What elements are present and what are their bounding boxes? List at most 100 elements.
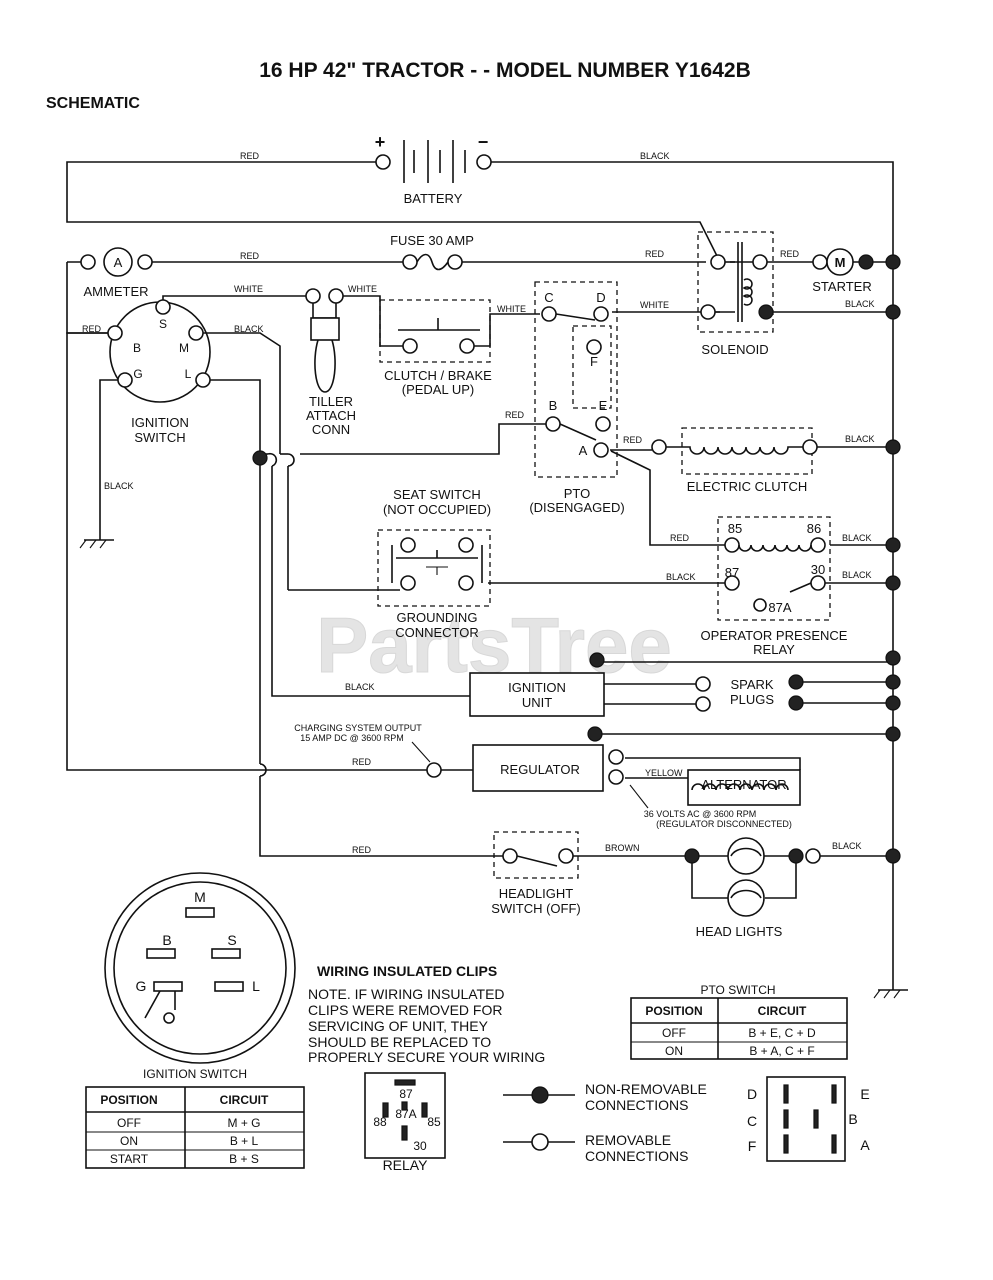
charging-note-2: 15 AMP DC @ 3600 RPM — [300, 733, 404, 743]
clips-note-line: PROPERLY SECURE YOUR WIRING — [308, 1049, 545, 1065]
fuse: FUSE 30 AMP — [390, 233, 474, 271]
pto-label-1: PTO — [564, 486, 591, 501]
wire-label: YELLOW — [645, 768, 683, 778]
wire-label: RED — [240, 151, 260, 161]
ign-terminal-g: G — [133, 367, 142, 381]
starter-label: STARTER — [812, 279, 871, 294]
relay-pin-87: 87 — [399, 1087, 413, 1101]
ignition-table-cell: B + L — [230, 1134, 259, 1148]
connection-legend: NON-REMOVABLE CONNECTIONS REMOVABLE CONN… — [503, 1081, 707, 1164]
ign-terminal-s: S — [159, 317, 167, 331]
legend-removable-2: CONNECTIONS — [585, 1148, 688, 1164]
clips-note-line: SHOULD BE REPLACED TO — [308, 1034, 491, 1050]
pto-table-cell: OFF — [662, 1026, 686, 1040]
headlight-switch-label-1: HEADLIGHT — [499, 886, 573, 901]
wire-label: RED — [82, 324, 102, 334]
face-terminal-m: M — [194, 889, 206, 905]
grounding-label-2: CONNECTOR — [395, 625, 479, 640]
ignition-table-cell: OFF — [117, 1116, 141, 1130]
ign-terminal-l: L — [185, 367, 192, 381]
pto-table-title: PTO SWITCH — [700, 983, 775, 997]
watermark-text: PartsTree — [316, 601, 672, 689]
face-terminal-l: L — [252, 978, 260, 994]
wire-label: BLACK — [234, 324, 264, 334]
pto-terminal-e: E — [599, 398, 608, 413]
clips-note-line: NOTE. IF WIRING INSULATED — [308, 986, 505, 1002]
pto-face-b: B — [848, 1111, 857, 1127]
alternator: ALTERNATOR 36 VOLTS AC @ 3600 RPM (REGUL… — [629, 769, 801, 829]
pto-face-f: F — [748, 1138, 757, 1154]
clips-note: WIRING INSULATED CLIPS NOTE. IF WIRING I… — [308, 963, 545, 1065]
alternator-note-1: 36 VOLTS AC @ 3600 RPM — [644, 809, 757, 819]
headlight-switch-label-2: SWITCH (OFF) — [491, 901, 581, 916]
clutch-brake-label-1: CLUTCH / BRAKE — [384, 368, 492, 383]
relay-terminal-30: 30 — [811, 562, 825, 577]
pto-table-cell: B + A, C + F — [749, 1044, 814, 1058]
battery: + − BATTERY — [375, 132, 492, 206]
opr-label-1: OPERATOR PRESENCE — [701, 628, 848, 643]
seat-switch-label-1: SEAT SWITCH — [393, 487, 481, 502]
ign-terminal-m: M — [179, 341, 189, 355]
face-terminal-s: S — [227, 932, 236, 948]
pto-face-d: D — [747, 1086, 757, 1102]
wire-label: RED — [352, 845, 372, 855]
wire-label: BLACK — [640, 151, 670, 161]
relay-pin-88: 88 — [373, 1115, 387, 1129]
wire-label: BLACK — [845, 299, 875, 309]
legend-removable-1: REMOVABLE — [585, 1132, 671, 1148]
relay-terminal-87a: 87A — [768, 600, 791, 615]
starter-symbol: M — [835, 255, 846, 270]
ignition-unit-label-1: IGNITION — [508, 680, 566, 695]
ignition-table-cell: START — [110, 1152, 149, 1166]
grounding-label-1: GROUNDING — [397, 610, 478, 625]
battery-negative-label: − — [478, 132, 489, 152]
ignition-table-header: POSITION — [100, 1093, 157, 1107]
pto-terminal-a: A — [579, 443, 588, 458]
operator-presence-relay: 85 86 87 30 87A OPERATOR PRESENCE RELAY — [701, 516, 848, 657]
face-terminal-b: B — [162, 932, 171, 948]
seat-switch-label-2: (NOT OCCUPIED) — [383, 502, 491, 517]
electric-clutch: ELECTRIC CLUTCH — [651, 427, 818, 494]
wire-label: WHITE — [640, 300, 669, 310]
seat-switch: SEAT SWITCH (NOT OCCUPIED) GROUNDING CON… — [377, 487, 491, 640]
starter: M STARTER — [812, 248, 874, 294]
non-removable-connection-dots — [252, 254, 901, 864]
headlights-label: HEAD LIGHTS — [696, 924, 783, 939]
relay-terminal-85: 85 — [728, 521, 742, 536]
pto-switch-table: PTO SWITCH POSITION CIRCUIT OFF B + E, C… — [630, 983, 848, 1060]
relay-terminal-86: 86 — [807, 521, 821, 536]
pto-face-e: E — [860, 1086, 869, 1102]
solenoid-label: SOLENOID — [701, 342, 768, 357]
ignition-switch: S B M G L IGNITION SWITCH — [107, 299, 211, 445]
schematic-heading: SCHEMATIC — [46, 95, 140, 112]
ammeter-symbol: A — [114, 255, 123, 270]
wire-label: BLACK — [345, 682, 375, 692]
relay-pin-87a: 87A — [395, 1107, 416, 1121]
battery-positive-label: + — [375, 132, 386, 152]
ignition-table-header: CIRCUIT — [220, 1093, 269, 1107]
tiller-label-2: ATTACH — [306, 408, 356, 423]
regulator-label: REGULATOR — [500, 762, 580, 777]
wire-label: WHITE — [348, 284, 377, 294]
pto-table-cell: ON — [665, 1044, 683, 1058]
ignition-switch-label-1: IGNITION — [131, 415, 189, 430]
pto-table-header: POSITION — [645, 1004, 702, 1018]
pto-label-2: (DISENGAGED) — [529, 500, 624, 515]
pto-switch: C D F B E A PTO (DISENGAGED) — [529, 281, 625, 515]
wire-label: RED — [352, 757, 372, 767]
tiller-label-1: TILLER — [309, 394, 353, 409]
pto-face-a: A — [860, 1137, 870, 1153]
spark-plugs-label-2: PLUGS — [730, 692, 774, 707]
relay-terminal-87: 87 — [725, 565, 739, 580]
spark-plugs-label-1: SPARK — [730, 677, 773, 692]
wire-color-labels: RED BLACK RED RED RED BLACK WHITE WHITE … — [82, 151, 875, 855]
clips-heading: WIRING INSULATED CLIPS — [317, 963, 497, 979]
legend-nonremovable-2: CONNECTIONS — [585, 1097, 688, 1113]
ignition-switch-face: M B S G L — [104, 872, 296, 1064]
alternator-note-2: (REGULATOR DISCONNECTED) — [656, 819, 792, 829]
face-terminal-g: G — [136, 978, 147, 994]
wire-label: BLACK — [666, 572, 696, 582]
pto-terminal-c: C — [544, 290, 553, 305]
ignition-switch-label-2: SWITCH — [134, 430, 185, 445]
